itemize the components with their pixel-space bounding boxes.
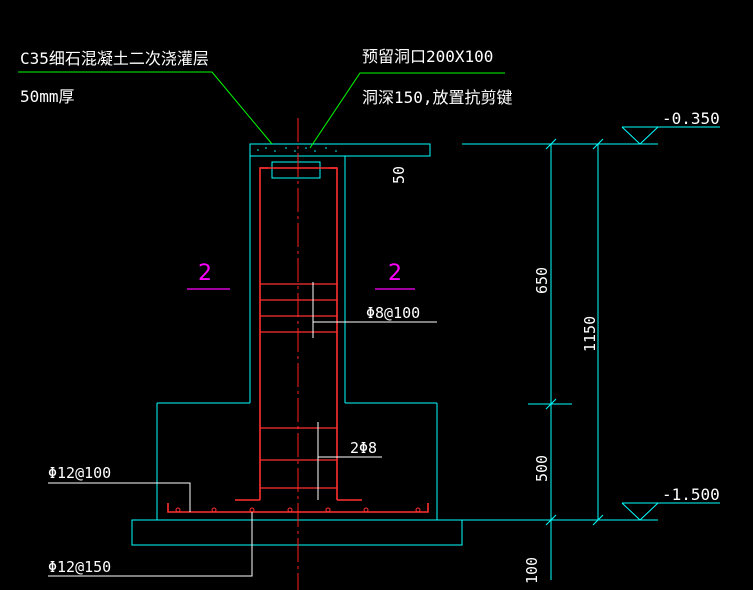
grout-speckle bbox=[257, 147, 337, 152]
base-bar-top-spec: Φ12@100 bbox=[48, 464, 111, 482]
stirrups bbox=[260, 283, 337, 489]
dim-lower-text: 500 bbox=[533, 455, 551, 482]
section-mark-right: 2 bbox=[388, 261, 402, 286]
elevation-top: -0.350 bbox=[662, 109, 720, 128]
elevation-top-symbol bbox=[621, 126, 660, 145]
elevation-markers bbox=[610, 126, 720, 521]
hole-leader bbox=[309, 72, 505, 149]
grout-spec-line1: C35细石混凝土二次浇灌层 bbox=[20, 49, 209, 68]
dim-total-text: 1150 bbox=[581, 316, 599, 352]
grout-layer bbox=[249, 143, 431, 157]
left-column-bar bbox=[259, 167, 268, 500]
reserved-hole bbox=[271, 161, 321, 179]
right-column-bar bbox=[329, 167, 338, 500]
base-bar-bottom-spec: Φ12@150 bbox=[48, 558, 111, 576]
stirrup-spec: Φ8@100 bbox=[366, 304, 420, 322]
dim-cushion-text: 100 bbox=[523, 557, 541, 584]
spec-leaders bbox=[48, 282, 437, 577]
concrete-outline bbox=[131, 143, 612, 546]
base-bottom-leader bbox=[48, 512, 253, 577]
leaders bbox=[18, 71, 505, 149]
side-bars-spec: 2Φ8 bbox=[350, 439, 377, 457]
rebar-cage bbox=[167, 167, 429, 513]
cushion-layer bbox=[131, 519, 463, 546]
dim-grout-text: 50 bbox=[390, 166, 408, 184]
dimension-lines bbox=[429, 138, 610, 580]
elevation-bottom-symbol bbox=[621, 502, 660, 521]
elevation-bottom: -1.500 bbox=[662, 485, 720, 504]
grout-spec-line2: 50mm厚 bbox=[20, 87, 75, 106]
dim-upper-text: 650 bbox=[533, 267, 551, 294]
grout-leader bbox=[18, 71, 273, 145]
hole-spec-line1: 预留洞口200X100 bbox=[362, 47, 493, 66]
base-top-leader bbox=[48, 482, 191, 512]
section-mark-left: 2 bbox=[198, 261, 212, 286]
section-marks: 2 2 bbox=[187, 261, 415, 290]
base-bar bbox=[167, 503, 429, 513]
hole-spec-line2: 洞深150,放置抗剪键 bbox=[362, 88, 513, 107]
